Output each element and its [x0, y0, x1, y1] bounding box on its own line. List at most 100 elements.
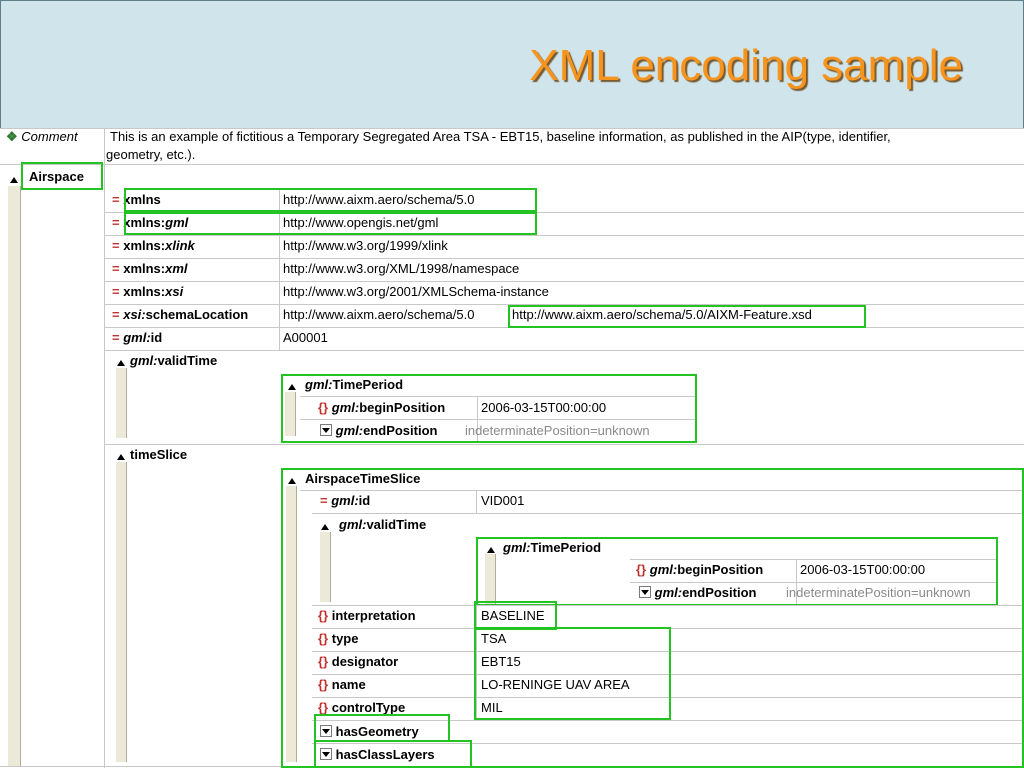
slide-header: XML encoding sample	[0, 0, 1024, 129]
comment-text-line1: This is an example of fictitious a Tempo…	[110, 129, 891, 144]
validtime-label[interactable]: gml:validTime	[130, 353, 218, 368]
grid-line	[630, 582, 996, 583]
slice-timeperiod-label[interactable]: gml:TimePeriod	[503, 540, 602, 555]
comment-row-label: ❖ Comment	[6, 128, 78, 146]
grid-line	[312, 720, 1024, 721]
attr-row-xmlns-xlink: = xmlns:xlink	[112, 237, 195, 255]
equals-icon: =	[112, 215, 120, 230]
prop-interpretation-value: BASELINE	[481, 608, 545, 623]
grid-line	[105, 350, 1024, 351]
slice-end-value: indeterminatePosition=unknown	[786, 585, 971, 600]
airspace-node-label[interactable]: Airspace	[29, 169, 84, 184]
timeslice-label[interactable]: timeSlice	[130, 447, 188, 462]
end-position-row[interactable]: gml:endPosition	[320, 422, 437, 440]
grid-line	[300, 490, 1024, 491]
triangle-up-icon	[288, 384, 296, 390]
timeperiod-label[interactable]: gml:TimePeriod	[305, 377, 404, 392]
braces-icon: {}	[318, 700, 329, 715]
highlight-xmlns	[124, 188, 537, 212]
triangle-up-icon	[117, 360, 125, 366]
airspace-collapse-bar[interactable]	[8, 186, 21, 766]
attr-value: A00001	[283, 330, 328, 345]
attr-ns: xml	[165, 261, 188, 276]
dropdown-arrow-icon[interactable]	[320, 748, 332, 760]
attr-name: xmlns:	[123, 238, 166, 253]
attr-row-schema-location: = xsi:schemaLocation	[112, 306, 248, 324]
attr-name: xmlns	[123, 192, 161, 207]
validtime-collapse-bar[interactable]	[116, 368, 127, 438]
dropdown-arrow-icon[interactable]	[320, 725, 332, 737]
slice-gml-id-value: VID001	[481, 493, 525, 508]
timeperiod-toggle[interactable]	[288, 377, 296, 395]
prop-type-value: TSA	[481, 631, 507, 646]
slice-validtime-collapse-bar[interactable]	[320, 532, 331, 602]
braces-icon: {}	[318, 654, 329, 669]
begin-position-value: 2006-03-15T00:00:00	[481, 400, 607, 415]
xml-grid-view: ❖ Comment This is an example of fictitio…	[0, 128, 1024, 768]
prop-type: {} type	[318, 631, 359, 646]
slide-title: XML encoding sample	[529, 41, 963, 90]
airspace-expand-toggle[interactable]	[10, 170, 18, 188]
comment-icon: ❖	[6, 129, 18, 144]
airspace-timeslice-label[interactable]: AirspaceTimeSlice	[305, 471, 421, 486]
grid-line	[105, 281, 1024, 282]
highlight-validtime-period	[281, 374, 697, 443]
grid-line	[300, 396, 696, 397]
grid-line	[0, 164, 1024, 165]
attr-value: http://www.w3.org/XML/1998/namespace	[283, 261, 520, 276]
attr-name: xmlns:	[123, 261, 166, 276]
slice-end-row[interactable]: gml:endPosition	[639, 584, 756, 602]
attr-name: xmlns:	[123, 215, 166, 230]
prop-name: {} name	[318, 677, 366, 692]
attr-row-xmlns-xml: = xmlns:xml	[112, 260, 188, 278]
attr-ns: xsi	[165, 284, 184, 299]
grid-line	[312, 605, 1024, 606]
airspace-timeslice-toggle[interactable]	[288, 471, 296, 489]
timeslice-toggle[interactable]	[117, 447, 125, 465]
dropdown-arrow-icon[interactable]	[639, 586, 651, 598]
has-geometry-row[interactable]: hasGeometry	[320, 723, 419, 741]
equals-icon: =	[112, 307, 120, 322]
has-class-layers-row[interactable]: hasClassLayers	[320, 746, 435, 764]
highlight-airspace	[21, 162, 103, 190]
timeslice-collapse-bar[interactable]	[116, 462, 127, 762]
attr-value: http://www.aixm.aero/schema/5.0	[283, 192, 475, 207]
slice-begin-row: {} gml:beginPosition	[636, 562, 764, 577]
comment-text-line2: geometry, etc.).	[106, 147, 196, 162]
grid-line	[300, 419, 696, 420]
comment-label: Comment	[21, 129, 78, 144]
slice-gml-id-row: = gml:id	[320, 493, 371, 508]
prop-interpretation: {} interpretation	[318, 608, 416, 623]
dropdown-arrow-icon[interactable]	[320, 424, 332, 436]
timeperiod-collapse-bar[interactable]	[285, 392, 296, 436]
attr-ns: xsi:	[123, 307, 146, 322]
grid-line	[312, 513, 1024, 514]
attr-row-gml-id: = gml:id	[112, 329, 162, 347]
slice-validtime-toggle[interactable]	[321, 517, 329, 535]
grid-line	[105, 258, 1024, 259]
validtime-toggle[interactable]	[117, 353, 125, 371]
begin-position-row: {} gml:beginPosition	[318, 400, 446, 415]
grid-line	[312, 743, 1024, 744]
prop-designator: {} designator	[318, 654, 399, 669]
airspace-timeslice-collapse-bar[interactable]	[286, 486, 297, 762]
slice-timeperiod-toggle[interactable]	[487, 540, 495, 558]
triangle-up-icon	[117, 454, 125, 460]
equals-icon: =	[320, 493, 328, 508]
slice-validtime-label[interactable]: gml:validTime	[339, 517, 427, 532]
grid-line	[476, 605, 477, 721]
braces-icon: {}	[318, 400, 329, 415]
slice-begin-value: 2006-03-15T00:00:00	[800, 562, 926, 577]
equals-icon: =	[112, 192, 120, 207]
attr-value: http://www.w3.org/1999/xlink	[283, 238, 448, 253]
triangle-up-icon	[321, 524, 329, 530]
prop-controltype-value: MIL	[481, 700, 503, 715]
triangle-up-icon	[288, 478, 296, 484]
grid-line	[105, 235, 1024, 236]
braces-icon: {}	[318, 631, 329, 646]
attr-name: id	[150, 330, 163, 345]
equals-icon: =	[112, 284, 120, 299]
attr-value: http://www.opengis.net/gml	[283, 215, 439, 230]
slice-timeperiod-collapse-bar[interactable]	[485, 554, 496, 604]
braces-icon: {}	[636, 562, 647, 577]
